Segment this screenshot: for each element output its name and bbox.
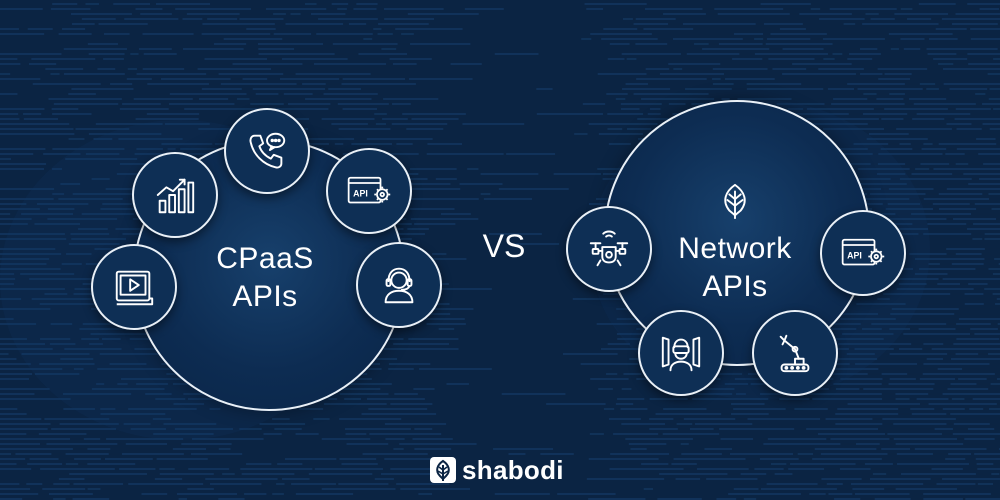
- api-badge-text: API: [353, 188, 368, 198]
- drone-icon: [589, 230, 629, 267]
- api-settings-icon: API: [841, 238, 885, 266]
- cpaas-title-line1: CPaaS: [216, 242, 314, 275]
- robotic-arm-icon: [779, 334, 810, 373]
- network-title-line1: Network: [678, 232, 792, 265]
- network-api-circle: API: [820, 210, 906, 296]
- video-player-icon: [115, 270, 154, 306]
- cpaas-title: CPaaS APIs: [190, 240, 340, 316]
- cpaas-title-line2: APIs: [232, 280, 298, 313]
- shabodi-logo-icon: [430, 457, 456, 483]
- cpaas-voice-circle: [224, 108, 310, 194]
- network-robot-circle: [752, 310, 838, 396]
- api-settings-icon: API: [347, 176, 391, 204]
- growth-chart-icon: [156, 178, 195, 214]
- api-badge-text: API: [847, 250, 862, 260]
- vs-separator: VS: [482, 228, 526, 264]
- brand-logo: shabodi: [430, 455, 564, 485]
- network-vr-circle: [638, 310, 724, 396]
- network-drone-circle: [566, 206, 652, 292]
- network-title-line2: APIs: [702, 270, 768, 303]
- cpaas-api-circle: API: [326, 148, 412, 234]
- support-agent-icon: [384, 267, 414, 304]
- network-title: Network APIs: [660, 230, 810, 306]
- brand-name: shabodi: [462, 454, 564, 485]
- vr-headset-user-icon: [661, 336, 701, 372]
- phone-chat-icon: [249, 132, 286, 169]
- leaf-icon: [724, 183, 746, 220]
- cpaas-support-circle: [356, 242, 442, 328]
- cpaas-video-circle: [91, 244, 177, 330]
- cpaas-analytics-circle: [132, 152, 218, 238]
